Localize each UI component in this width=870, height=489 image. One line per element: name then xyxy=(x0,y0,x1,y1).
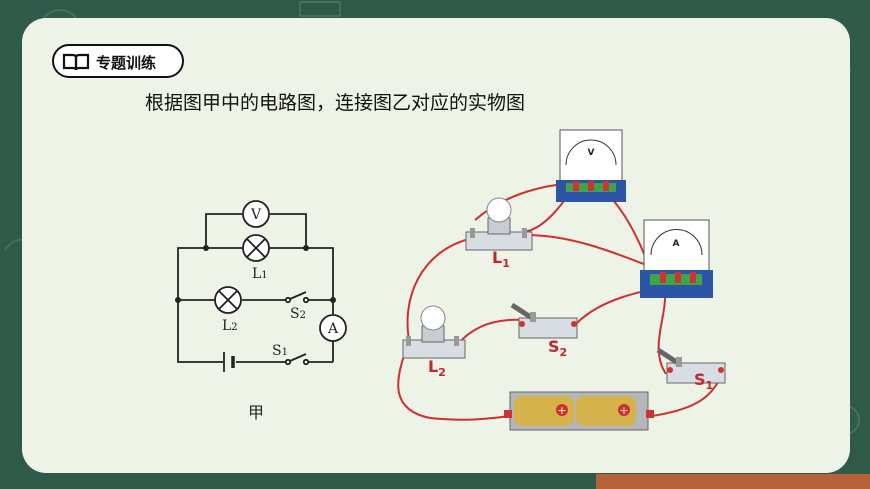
book-icon xyxy=(62,53,90,71)
schematic-switch-s1 xyxy=(284,353,310,366)
schematic-ammeter-letter: A xyxy=(327,321,339,337)
wood-strip xyxy=(596,474,870,489)
physical-voltmeter-letter: V xyxy=(588,148,595,158)
schematic-caption: 甲 xyxy=(248,403,264,422)
physical-switch-s1-label: S1 xyxy=(694,370,713,392)
physical-voltmeter: V xyxy=(556,129,626,202)
question-text: 根据图甲中的电路图，连接图乙对应的实物图 xyxy=(145,92,526,114)
schematic-voltmeter-letter: V xyxy=(250,207,262,223)
physical-battery-box: + + xyxy=(504,391,654,431)
physical-lamp-l1-label: L1 xyxy=(492,248,510,270)
schematic-lamp-l1 xyxy=(242,234,270,262)
schematic-switch-s1-label: S1 xyxy=(272,343,288,359)
schematic-lamp-l2-label: L2 xyxy=(222,318,238,334)
schematic-battery xyxy=(223,352,235,372)
schematic-ammeter: A xyxy=(319,314,347,342)
topic-badge-label: 专题训练 xyxy=(96,54,157,72)
physical-wires xyxy=(397,182,721,421)
content-panel xyxy=(22,18,850,473)
physical-lamp-l2 xyxy=(402,305,466,359)
physical-lamp-l2-label: L2 xyxy=(428,357,446,379)
svg-text:+: + xyxy=(557,404,566,417)
physical-ammeter-letter: A xyxy=(673,239,680,249)
physical-lamp-l1 xyxy=(465,197,533,251)
physical-switch-s2 xyxy=(510,302,578,339)
physical-switch-s2-label: S2 xyxy=(548,337,567,359)
junction-dots xyxy=(175,245,336,303)
physical-ammeter: A xyxy=(640,219,713,298)
schematic-switch-s2 xyxy=(284,291,310,304)
svg-text:+: + xyxy=(619,404,628,417)
schematic-lamp-l1-label: L1 xyxy=(252,266,268,282)
schematic-switch-s2-label: S2 xyxy=(290,306,306,322)
schematic-voltmeter: V xyxy=(242,200,270,228)
topic-badge: 专题训练 xyxy=(52,44,184,78)
physical-switch-s1 xyxy=(656,347,726,384)
schematic-diagram xyxy=(177,213,334,363)
schematic-lamp-l2 xyxy=(214,286,242,314)
